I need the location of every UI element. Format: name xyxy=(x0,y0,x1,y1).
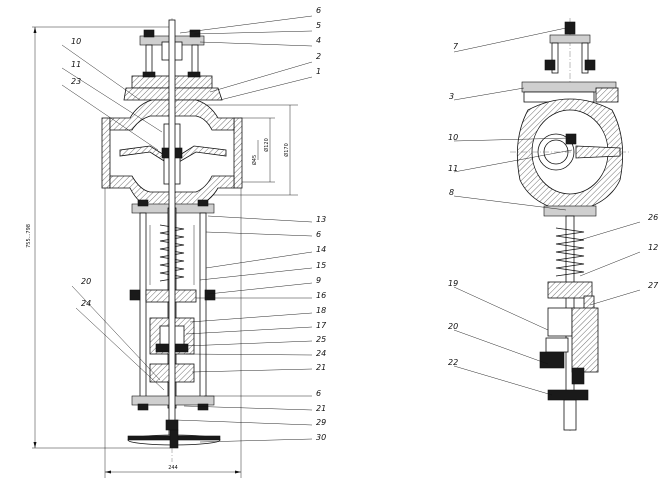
callout-5: 5 xyxy=(316,21,321,30)
callout-16: 16 xyxy=(316,291,326,300)
callout-21a: 21 xyxy=(316,363,326,372)
callout-30: 30 xyxy=(316,433,326,442)
callout-11r: 11 xyxy=(448,164,458,173)
right-side-view: 7 3 10 11 8 19 20 22 26 12 27 xyxy=(448,18,659,432)
callout-7: 7 xyxy=(453,42,459,51)
d45-label: Ø45 xyxy=(251,155,258,165)
callout-29: 29 xyxy=(316,418,326,427)
callout-8: 8 xyxy=(449,188,454,197)
callout-2: 2 xyxy=(316,52,321,61)
callout-13: 13 xyxy=(316,215,326,224)
callout-21b: 21 xyxy=(316,404,326,413)
left-view-callouts-left: 10 11 23 20 24 xyxy=(71,37,91,308)
callout-10r: 10 xyxy=(448,133,458,142)
spring-coils xyxy=(159,224,185,282)
left-section-view: 755...798 244 Ø170 Ø120 Ø45 xyxy=(26,6,327,478)
callout-22: 22 xyxy=(448,358,458,367)
callout-19: 19 xyxy=(448,279,458,288)
callout-6a: 6 xyxy=(316,6,321,15)
stem-and-handwheel xyxy=(127,19,221,449)
callout-20r: 20 xyxy=(448,322,458,331)
width-dimension: 244 xyxy=(104,150,242,478)
callout-24a: 24 xyxy=(316,349,326,358)
right-body xyxy=(510,98,630,213)
right-view-callouts-right: 26 12 27 xyxy=(648,213,659,290)
callout-23: 23 xyxy=(71,77,81,86)
callout-10: 10 xyxy=(71,37,81,46)
callout-14: 14 xyxy=(316,245,326,254)
callout-26: 26 xyxy=(648,213,658,222)
overall-height-dimension: 755...798 xyxy=(26,26,170,449)
right-top-assembly xyxy=(521,21,619,103)
callout-17: 17 xyxy=(316,321,327,330)
callout-15: 15 xyxy=(316,261,326,270)
callout-4: 4 xyxy=(316,36,321,45)
callout-3: 3 xyxy=(449,92,454,101)
d170-label: Ø170 xyxy=(283,143,290,156)
callout-12: 12 xyxy=(648,243,658,252)
callout-6b: 6 xyxy=(316,230,321,239)
leader-lines xyxy=(61,15,313,443)
callout-24b: 24 xyxy=(81,299,91,308)
right-lower-assembly xyxy=(539,205,599,431)
callout-6c: 6 xyxy=(316,389,321,398)
callout-1: 1 xyxy=(316,67,321,76)
callout-11: 11 xyxy=(71,60,81,69)
callout-20: 20 xyxy=(81,277,91,286)
callout-27: 27 xyxy=(648,281,659,290)
d120-label: Ø120 xyxy=(263,138,270,151)
callout-18: 18 xyxy=(316,306,326,315)
width-label: 244 xyxy=(168,465,178,471)
left-view-callouts-right: 6 5 4 2 1 13 6 14 15 9 16 18 17 25 24 21… xyxy=(316,6,327,442)
right-leader-lines xyxy=(453,27,641,396)
callout-25: 25 xyxy=(316,335,326,344)
overall-height-label: 755...798 xyxy=(26,224,32,248)
callout-9: 9 xyxy=(316,276,321,285)
right-view-callouts-left: 7 3 10 11 8 19 20 22 xyxy=(448,42,459,367)
port-diameter-dimensions: Ø170 Ø120 Ø45 xyxy=(205,104,298,196)
